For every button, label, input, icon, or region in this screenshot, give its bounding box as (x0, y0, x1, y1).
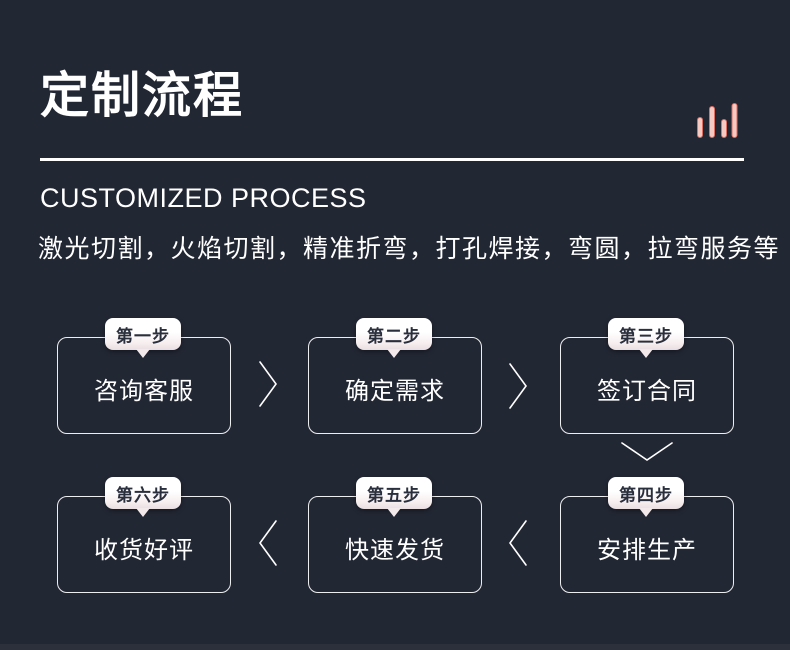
tag-pointer (387, 349, 401, 358)
step-tag-2: 第二步 (356, 318, 432, 358)
step-box-2: 第二步 确定需求 (308, 318, 482, 434)
step-tag-4: 第四步 (608, 477, 684, 517)
arrow-right-icon (259, 361, 277, 407)
step-label-3: 签订合同 (597, 378, 697, 405)
step-tag-5: 第五步 (356, 477, 432, 517)
tag-pointer (639, 349, 653, 358)
step-tag-3: 第三步 (608, 318, 684, 358)
step-tag-4-label: 第四步 (619, 485, 673, 505)
step-box-5: 第五步 快速发货 (308, 477, 482, 593)
arrow-down-icon (621, 442, 673, 461)
arrow-left-icon (509, 520, 527, 566)
step-tag-6: 第六步 (105, 477, 181, 517)
title-divider (40, 158, 744, 161)
section-bottom-divider (0, 644, 790, 650)
step-box-4: 第四步 安排生产 (560, 477, 734, 593)
step-tag-1: 第一步 (105, 318, 181, 358)
step-box-3: 第三步 签订合同 (560, 318, 734, 434)
subtitle-description: 激光切割，火焰切割，精准折弯，打孔焊接，弯圆，拉弯服务等 (38, 235, 781, 263)
step-label-5: 快速发货 (345, 537, 445, 564)
tag-pointer (136, 349, 150, 358)
step-label-1: 咨询客服 (94, 378, 194, 405)
subtitle-en: CUSTOMIZED PROCESS (40, 183, 367, 213)
tag-pointer (387, 508, 401, 517)
bar-chart-icon (697, 103, 738, 138)
step-tag-2-label: 第二步 (367, 326, 421, 346)
arrow-right-icon (509, 363, 527, 409)
step-tag-5-label: 第五步 (367, 485, 421, 505)
step-tag-1-label: 第一步 (116, 326, 170, 346)
arrow-left-icon (259, 520, 277, 566)
step-tag-6-label: 第六步 (116, 485, 170, 505)
tag-pointer (639, 508, 653, 517)
page-title: 定制流程 (40, 69, 245, 123)
step-box-6: 第六步 收货好评 (57, 477, 231, 593)
step-label-6: 收货好评 (94, 537, 194, 564)
step-label-4: 安排生产 (597, 537, 697, 564)
step-box-1: 第一步 咨询客服 (57, 318, 231, 434)
tag-pointer (136, 508, 150, 517)
step-label-2: 确定需求 (345, 378, 445, 405)
step-tag-3-label: 第三步 (619, 326, 673, 346)
